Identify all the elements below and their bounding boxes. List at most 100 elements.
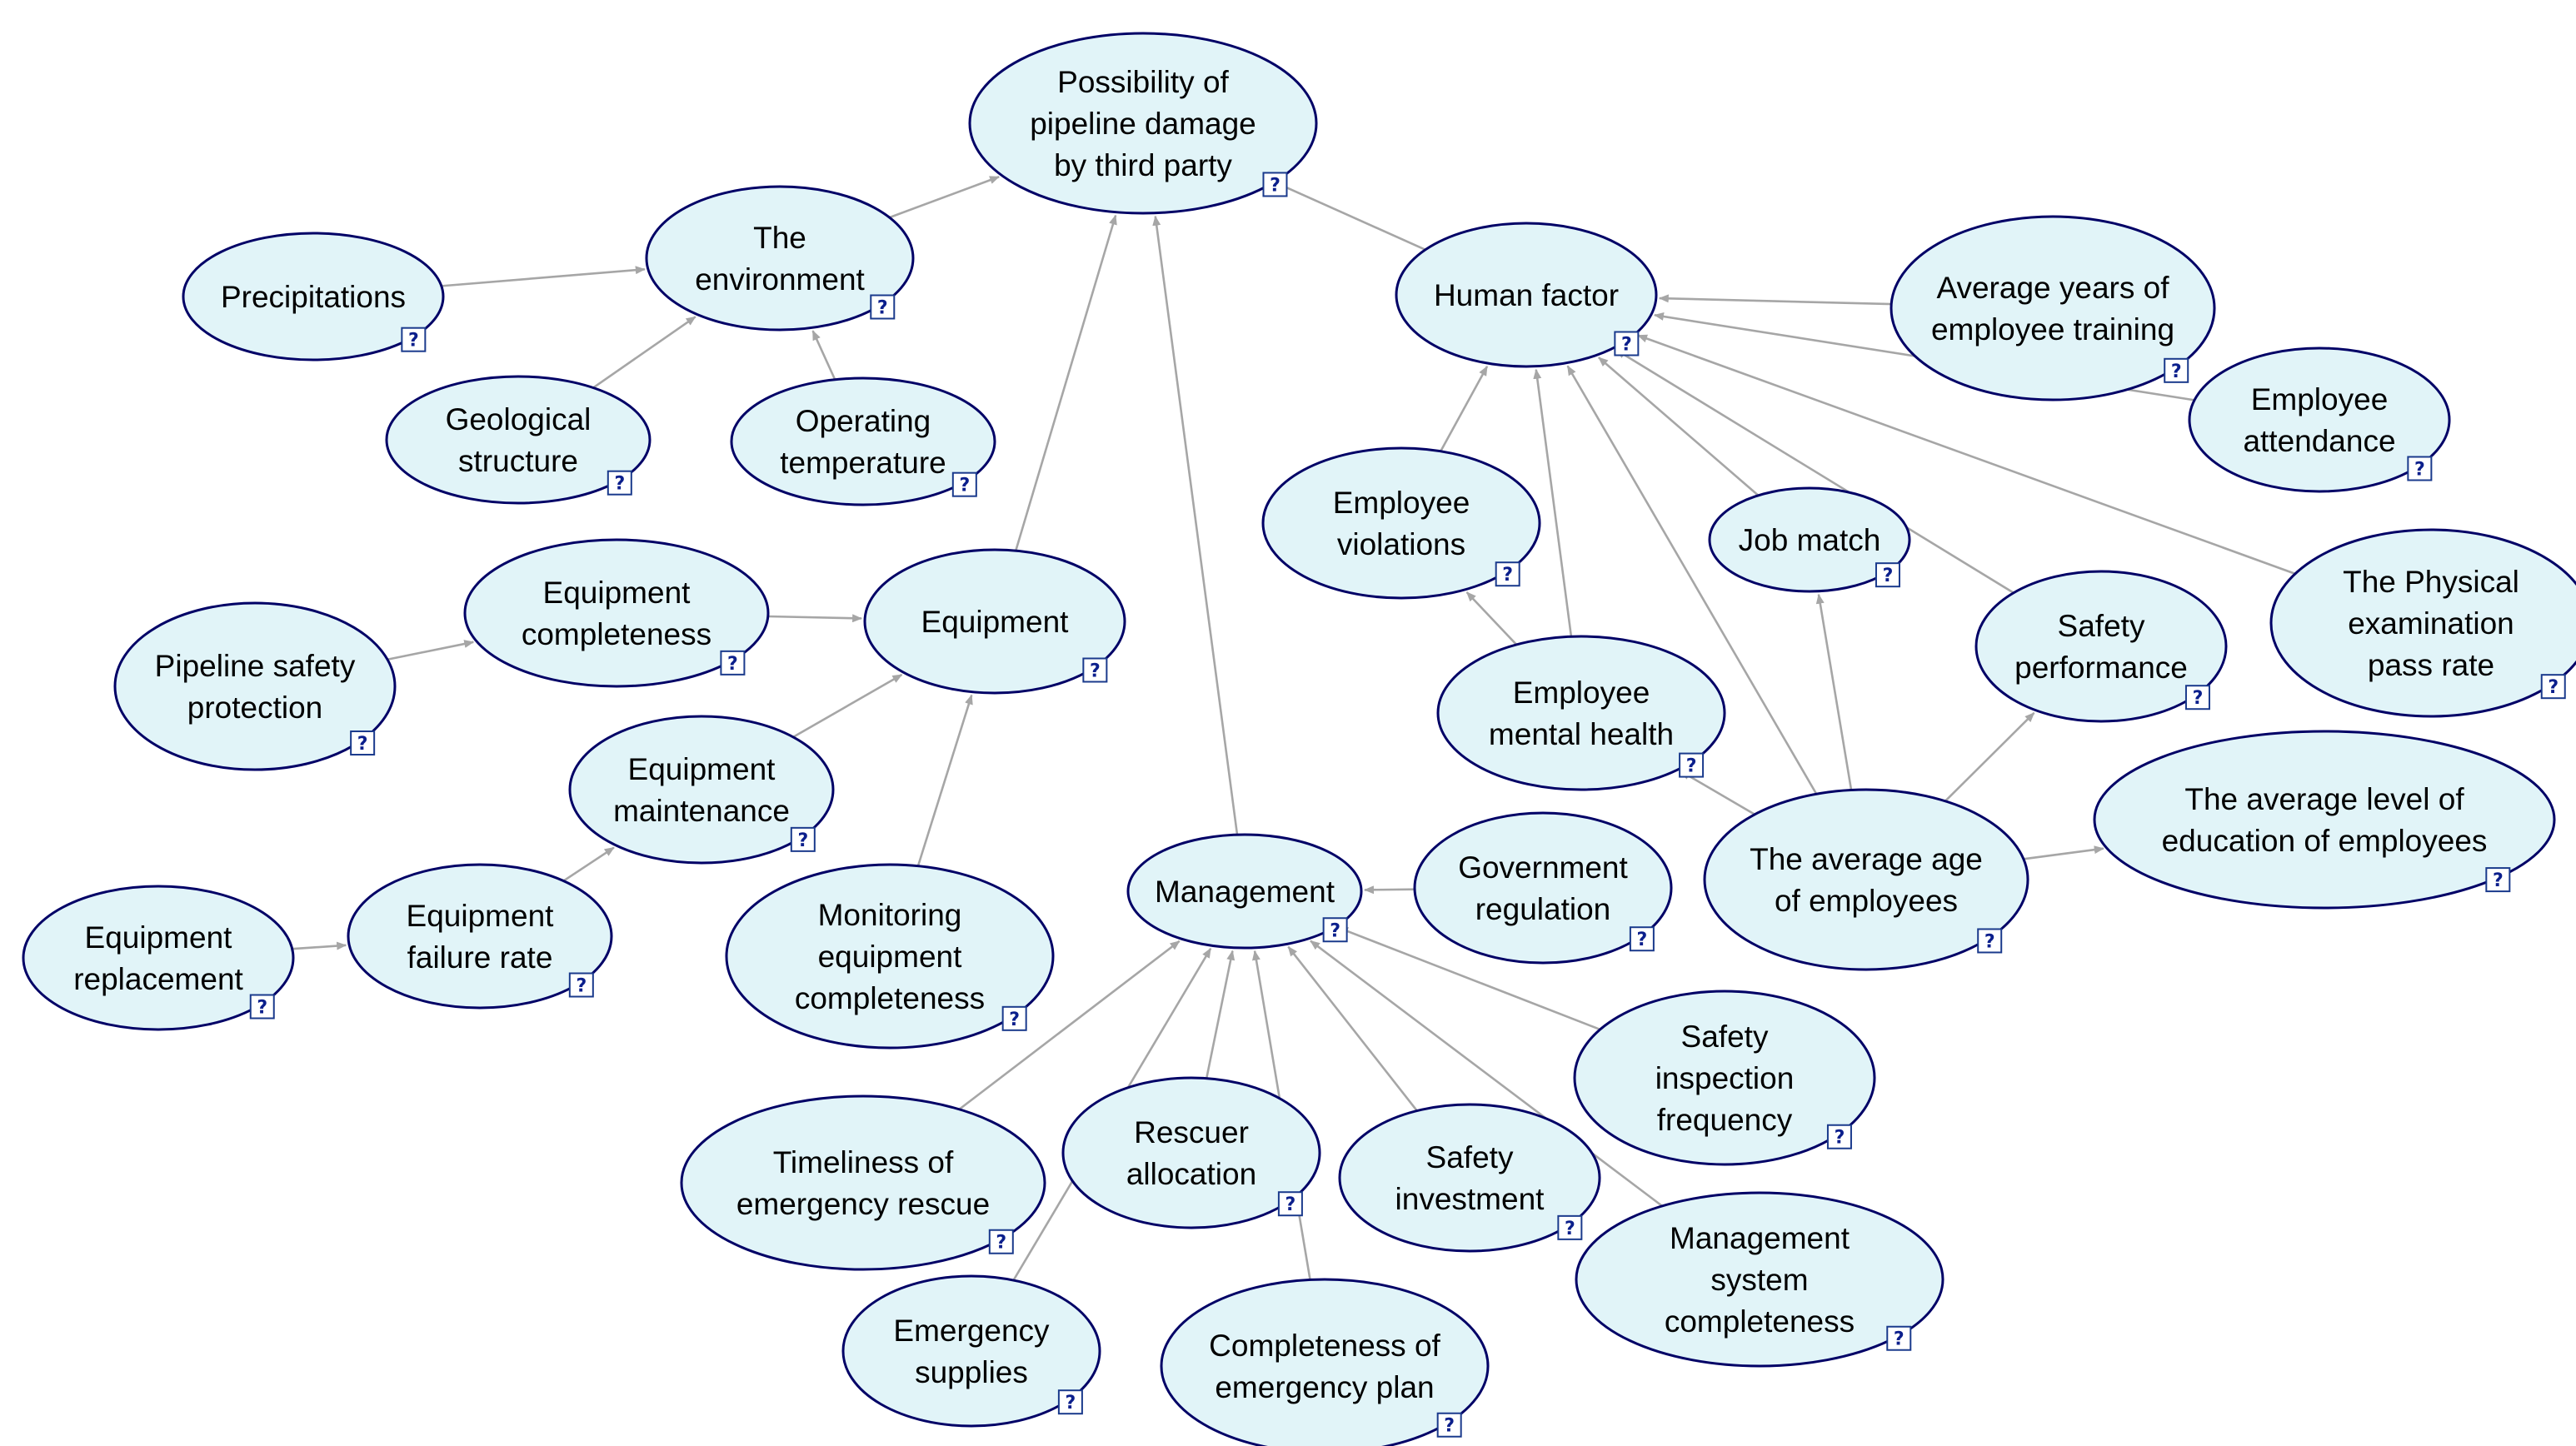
help-icon[interactable]: ? [870,294,896,320]
node-ellipse[interactable] [1160,1278,1490,1446]
help-icon-box[interactable] [2164,357,2189,383]
help-icon[interactable]: ? [1001,1005,1027,1031]
help-icon[interactable]: ? [2540,674,2566,700]
help-icon[interactable]: ? [1057,1389,1083,1415]
help-icon-box[interactable] [790,826,816,852]
node-ellipse[interactable] [1974,570,2228,723]
help-icon-box[interactable] [249,994,275,1020]
node-job-match[interactable]: Job match? [1708,486,1911,593]
help-icon-box[interactable] [1826,1124,1852,1149]
node-ellipse[interactable] [1436,635,1726,791]
help-icon-box[interactable] [1001,1005,1027,1031]
node-ellipse[interactable] [1703,788,2029,971]
node-ellipse[interactable] [863,548,1126,695]
help-icon[interactable]: ? [1679,752,1705,778]
node-precipitations[interactable]: Precipitations? [182,232,445,362]
help-icon[interactable]: ? [1495,561,1520,587]
help-icon-box[interactable] [1886,1325,1912,1351]
help-icon-box[interactable] [1082,657,1108,683]
help-icon-box[interactable] [1262,172,1288,197]
help-icon-box[interactable] [1875,562,1900,588]
help-icon-box[interactable] [951,471,977,497]
node-ellipse[interactable] [568,715,835,865]
help-icon-box[interactable] [1436,1412,1462,1438]
node-ellipse[interactable] [725,863,1055,1050]
help-icon[interactable]: ? [1614,331,1640,357]
node-human-factor[interactable]: Human factor? [1395,222,1658,368]
node-ellipse[interactable] [680,1094,1046,1271]
help-icon-box[interactable] [2184,685,2210,711]
help-icon[interactable]: ? [1977,928,2003,954]
help-icon[interactable]: ? [720,650,746,676]
help-icon[interactable]: ? [568,972,594,998]
help-icon-box[interactable] [870,294,896,320]
node-ellipse[interactable] [1708,486,1911,593]
help-icon[interactable]: ? [2184,685,2210,711]
help-icon-box[interactable] [720,650,746,676]
help-icon[interactable]: ? [1886,1325,1912,1351]
help-icon[interactable]: ? [2407,456,2433,481]
help-icon-box[interactable] [1495,561,1520,587]
help-icon[interactable]: ? [1322,917,1348,943]
help-icon[interactable]: ? [1557,1214,1583,1240]
help-icon[interactable]: ? [1875,562,1900,588]
help-icon-box[interactable] [988,1229,1014,1254]
node-ellipse[interactable] [22,885,295,1031]
node-ellipse[interactable] [1338,1103,1601,1253]
help-icon-box[interactable] [607,470,632,496]
node-ellipse[interactable] [113,601,397,771]
help-icon[interactable]: ? [1277,1191,1303,1217]
node-ellipse[interactable] [841,1274,1101,1428]
help-icon-box[interactable] [1614,331,1640,357]
node-ellipse[interactable] [1395,222,1658,368]
node-ellipse[interactable] [1126,833,1363,950]
node-ellipse[interactable] [182,232,445,362]
help-icon-box[interactable] [2540,674,2566,700]
node-ellipse[interactable] [1061,1076,1321,1229]
node-management[interactable]: Management? [1126,833,1363,950]
help-icon-box[interactable] [350,730,376,756]
help-icon[interactable]: ? [1629,926,1655,952]
node-ellipse[interactable] [1573,990,1876,1166]
node-ellipse[interactable] [1890,215,2216,401]
help-icon-box[interactable] [1057,1389,1083,1415]
node-ellipse[interactable] [2093,730,2556,910]
node-ellipse[interactable] [1413,811,1673,965]
help-icon-box[interactable] [1277,1191,1303,1217]
help-icon-box[interactable] [1679,752,1705,778]
node-ellipse[interactable] [2188,347,2451,493]
node-ellipse[interactable] [1261,446,1541,600]
node-ellipse[interactable] [730,376,996,506]
help-icon[interactable]: ? [1436,1412,1462,1438]
help-icon[interactable]: ? [249,994,275,1020]
help-icon[interactable]: ? [2164,357,2189,383]
help-icon[interactable]: ? [951,471,977,497]
help-icon[interactable]: ? [1826,1124,1852,1149]
help-icon[interactable]: ? [1082,657,1108,683]
node-ellipse[interactable] [968,32,1318,215]
help-icon-box[interactable] [2407,456,2433,481]
help-icon[interactable]: ? [350,730,376,756]
node-ellipse[interactable] [463,538,770,688]
help-icon-box[interactable] [1557,1214,1583,1240]
node-ellipse[interactable] [645,185,915,332]
